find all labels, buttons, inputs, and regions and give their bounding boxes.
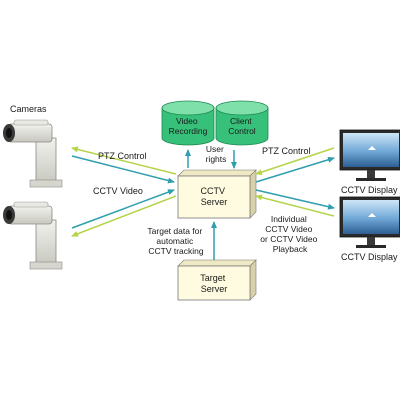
client-control-label: Client Control: [228, 116, 256, 136]
cctv-display-top-label: CCTV Display: [341, 185, 398, 195]
ptz-control-left-label: PTZ Control: [98, 151, 147, 161]
target-server-box: [177, 259, 257, 301]
right-arrows: [255, 147, 335, 217]
video-recording-label: Video Recording: [169, 116, 208, 136]
camera-icon: [3, 119, 63, 188]
cctv-server-box: [177, 169, 257, 219]
cctv-display-bottom-label: CCTV Display: [341, 252, 398, 262]
database-icon: [215, 100, 269, 146]
target-data-label: Target data for automatic CCTV tracking: [147, 226, 204, 256]
cctv-video-left-label: CCTV Video: [93, 186, 143, 196]
cameras-label: Cameras: [10, 104, 47, 114]
individual-video-label: Individual CCTV Video or CCTV Video Play…: [260, 214, 319, 254]
cctv-server-label: CCTV Server: [200, 186, 227, 207]
ptz-control-right-label: PTZ Control: [262, 146, 311, 156]
camera-icon: [3, 201, 63, 270]
database-icon: [161, 100, 215, 146]
target-server-label: Target Server: [200, 273, 228, 294]
user-rights-label: User rights: [206, 144, 227, 164]
monitor-icon: [339, 129, 400, 181]
center-top-arrows: [185, 149, 237, 169]
monitor-icon: [339, 196, 400, 248]
left-arrows: [71, 146, 177, 237]
